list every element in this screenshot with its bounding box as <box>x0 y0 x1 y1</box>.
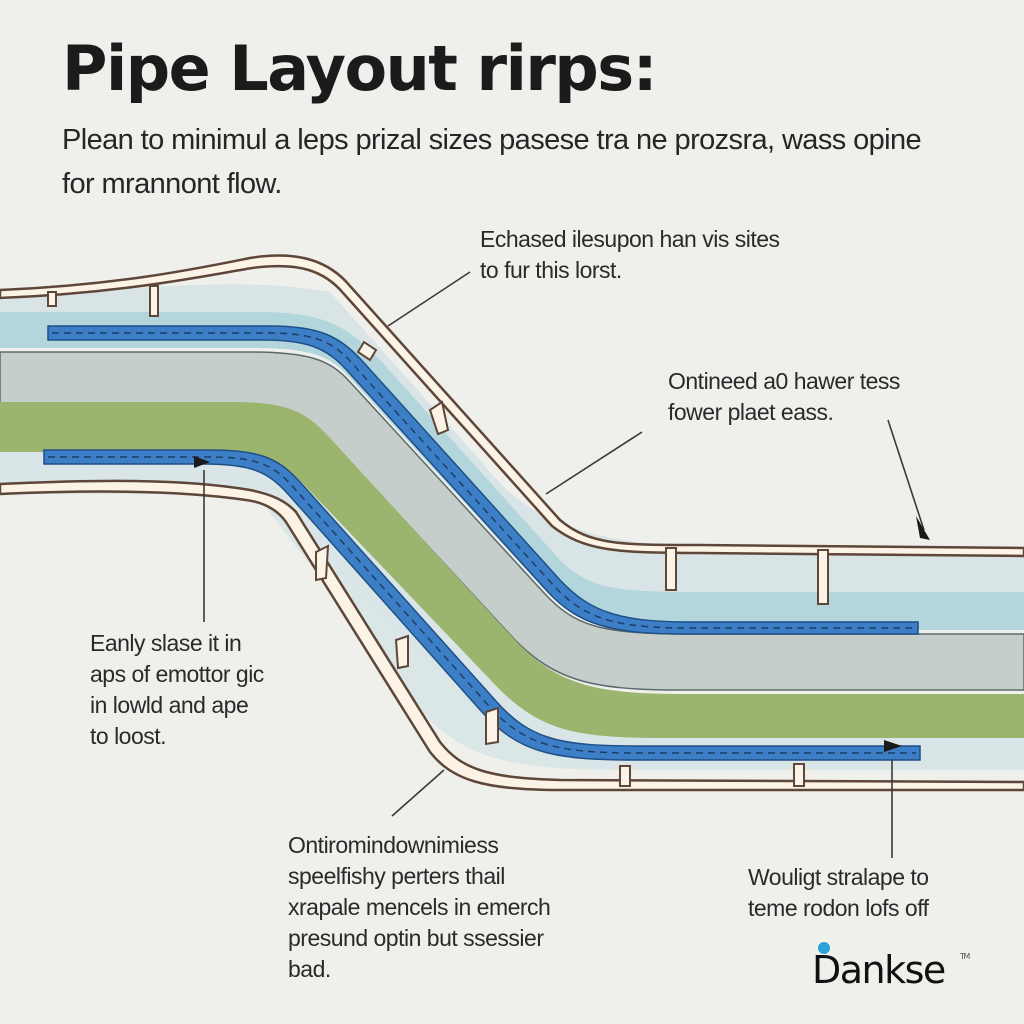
flow-arrow <box>884 740 902 752</box>
support <box>793 763 805 787</box>
subtitle: Plean to minimul a leps prizal sizes pas… <box>62 124 922 200</box>
support <box>356 340 378 362</box>
blue-pipe-upper <box>47 325 919 635</box>
callout-line: fower plaet eass. <box>668 399 834 425</box>
support <box>149 285 159 317</box>
blue-pipe-lower <box>43 449 921 761</box>
trench-bottom-outline <box>0 479 1024 792</box>
support <box>315 544 330 582</box>
callout-bottom-right: Wouligt stralape to teme rodon lofs off <box>748 862 929 924</box>
callout-upper: Echased ilesupon han vis sites to fur th… <box>480 224 780 286</box>
callout-line: speelfishy perters thail <box>288 863 505 889</box>
leader-line <box>887 419 925 531</box>
trademark-mark: TM <box>960 952 970 961</box>
logo-text: Dankse <box>812 948 946 992</box>
leader-line <box>391 769 445 817</box>
leader-lines <box>203 271 925 858</box>
page-title: Pipe Layout rirps: <box>62 32 658 105</box>
leader-line <box>545 431 643 495</box>
callout-line: Eanly slase it in <box>90 630 242 656</box>
green-pipe <box>0 402 1024 738</box>
callout-line: aps of emottor gic <box>90 661 264 687</box>
water-band <box>0 312 1024 630</box>
callout-line: Echased ilesupon han vis sites <box>480 226 780 252</box>
callout-line: in lowld and ape <box>90 692 249 718</box>
callout-line: bad. <box>288 956 331 982</box>
arrowhead-icon <box>916 516 930 540</box>
support <box>665 547 677 591</box>
blue-pipe-lower-dash <box>48 456 916 754</box>
support <box>47 291 57 307</box>
callout-bottom-center: Ontiromindownimiess speelfishy perters t… <box>288 830 551 985</box>
support <box>817 549 829 605</box>
support <box>394 634 409 670</box>
callout-line: Ontiromindownimiess <box>288 832 499 858</box>
leader-line <box>387 271 471 327</box>
callout-left: Eanly slase it in aps of emottor gic in … <box>90 628 264 752</box>
callout-line: to loost. <box>90 723 167 749</box>
callout-line: Wouligt stralape to <box>748 864 929 890</box>
support <box>485 706 499 746</box>
droplet-icon <box>818 942 830 954</box>
trench-top-outline <box>0 254 1024 558</box>
callout-line: presund optin but ssessier <box>288 925 544 951</box>
flow-arrow <box>194 456 210 468</box>
callout-line: to fur this lorst. <box>480 257 622 283</box>
support <box>619 765 631 787</box>
support <box>428 400 450 436</box>
callout-right-upper: Ontineed a0 hawer tess fower plaet eass. <box>668 366 900 428</box>
callout-line: Ontineed a0 hawer tess <box>668 368 900 394</box>
pipe-supports <box>47 285 829 787</box>
brand-logo: Dankse TM <box>812 942 970 992</box>
callout-line: xrapale mencels in emerch <box>288 894 551 920</box>
callout-line: teme rodon lofs off <box>748 895 929 921</box>
